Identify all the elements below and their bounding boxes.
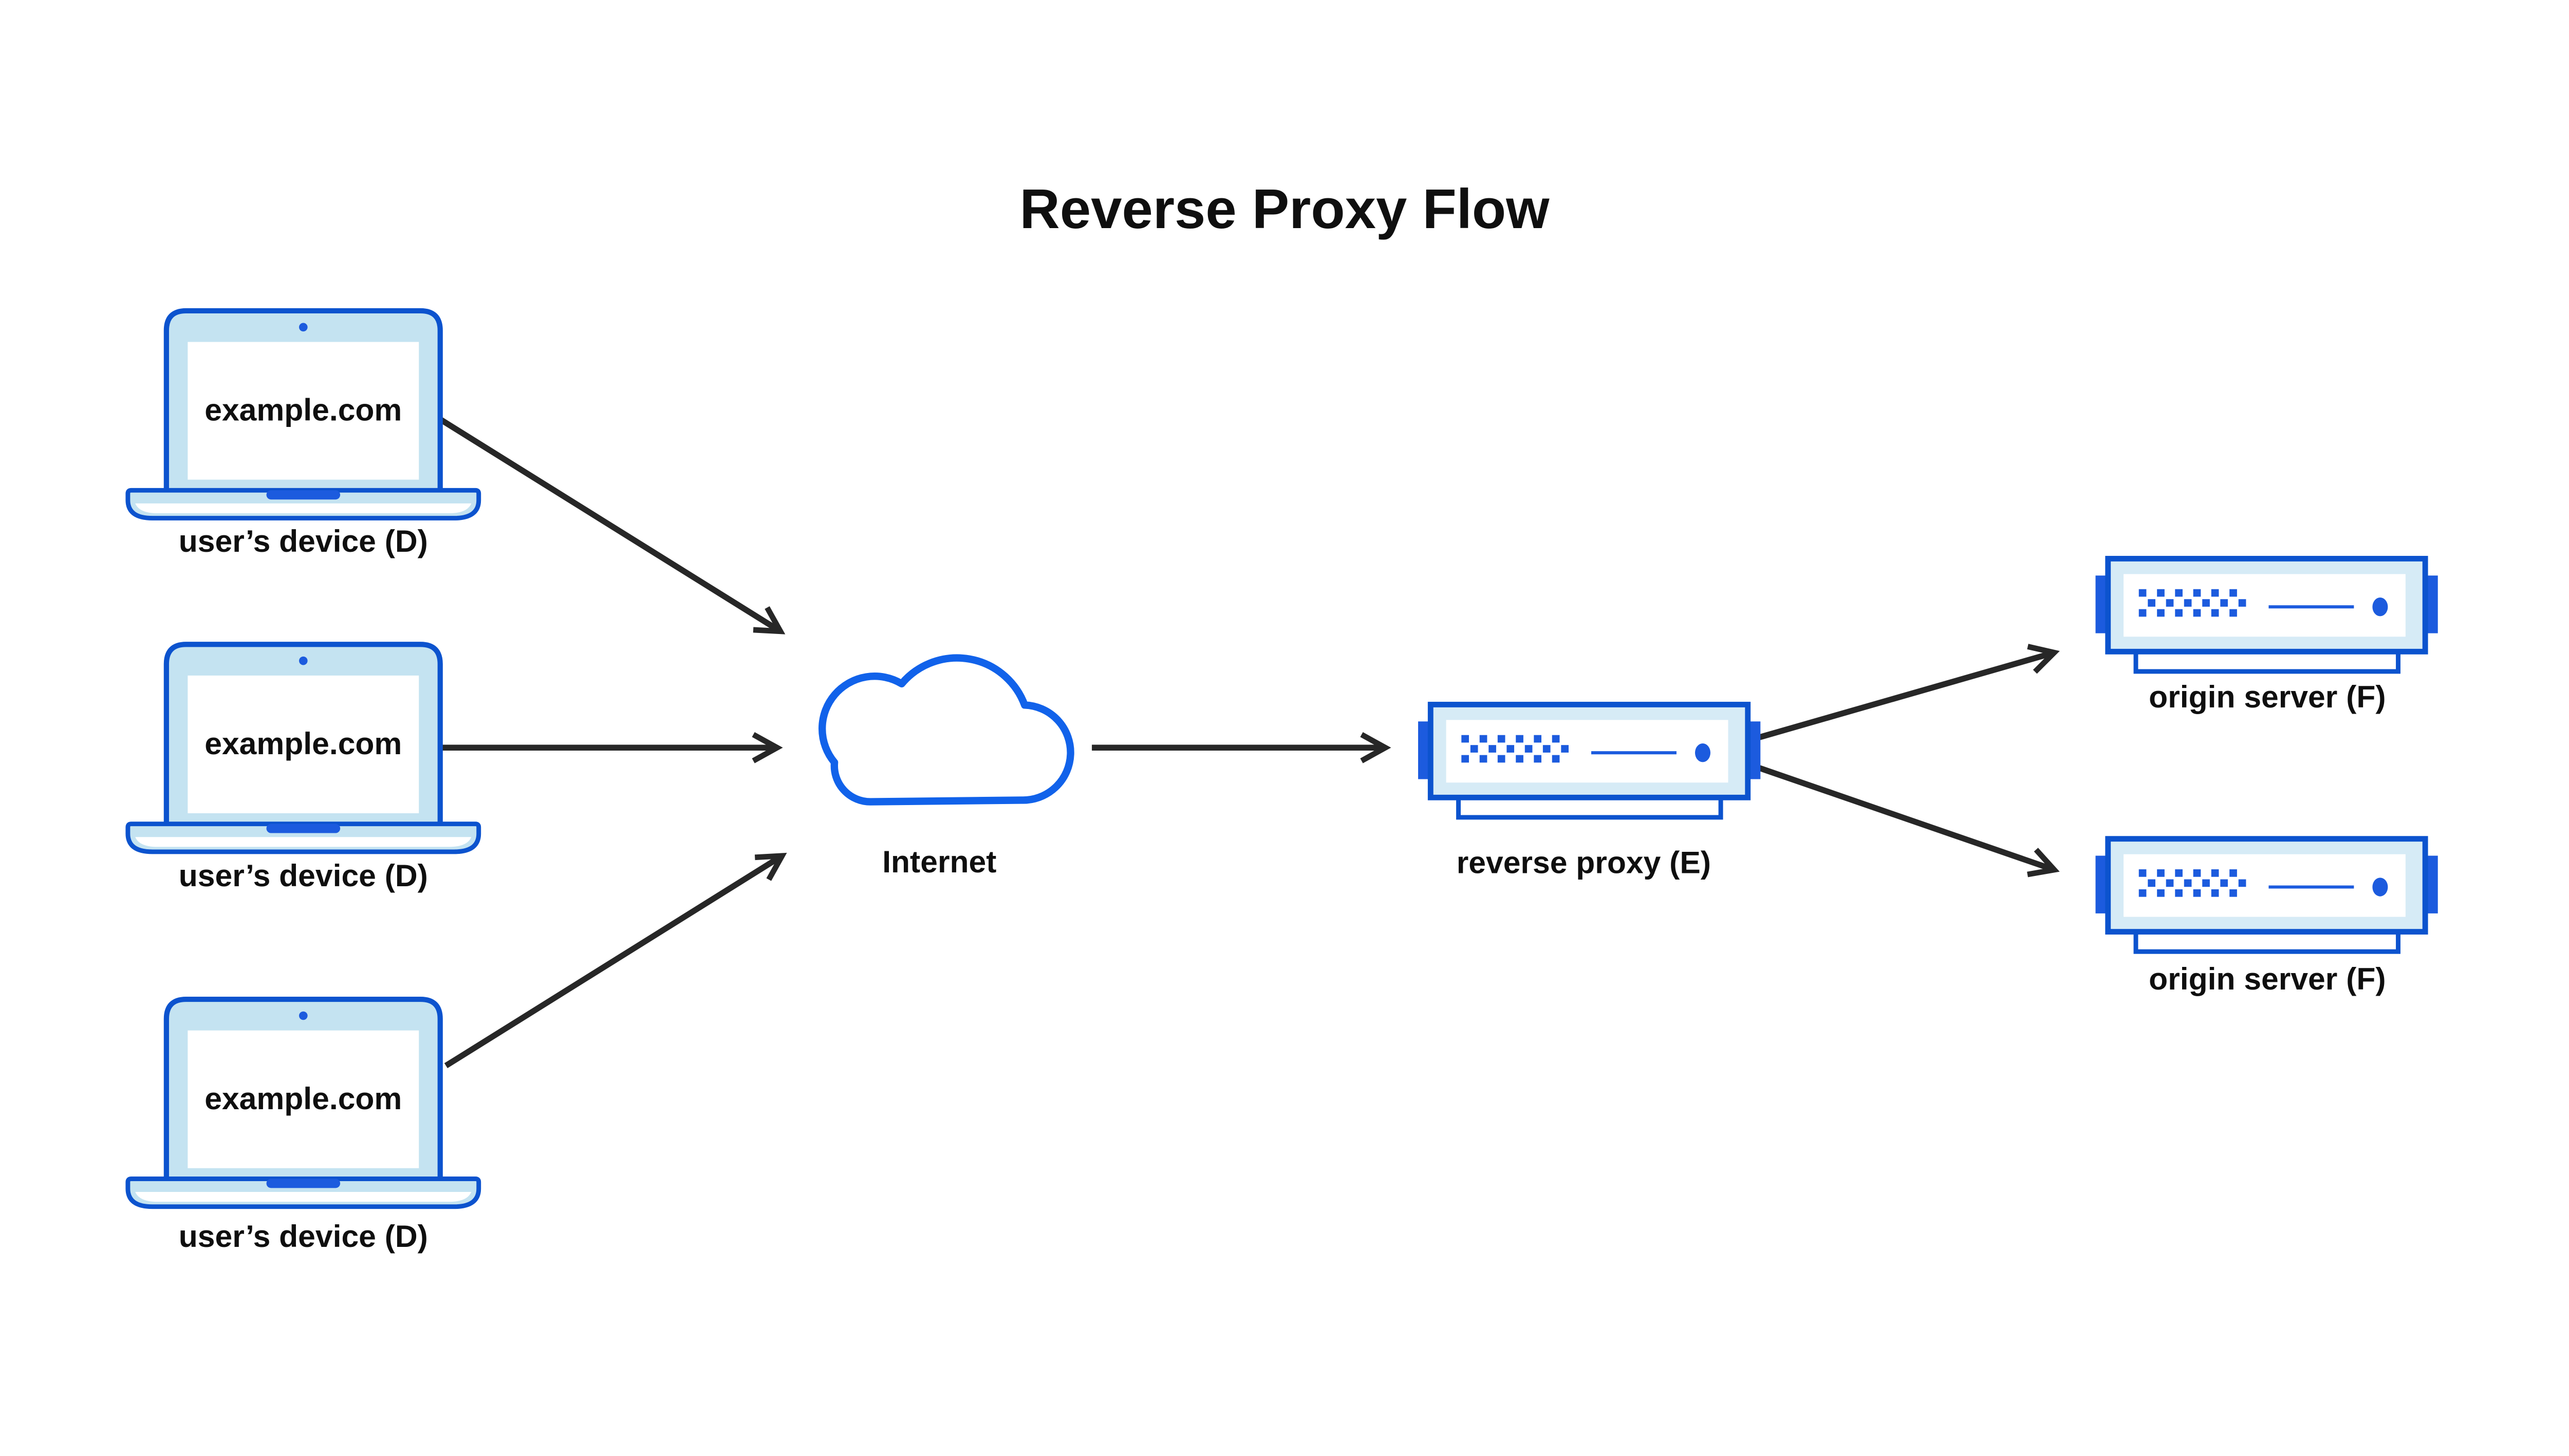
- origin-server-2-label: origin server (F): [2149, 961, 2386, 996]
- node-user-device-1: example.com user’s device (D): [128, 311, 479, 558]
- device2-screen-text: example.com: [204, 726, 402, 761]
- device3-label: user’s device (D): [179, 1219, 428, 1254]
- edge-reverse-proxy-origin-1: [1756, 644, 2060, 741]
- server-icon: [2095, 839, 2437, 952]
- node-user-device-2: example.com user’s device (D): [128, 644, 479, 893]
- node-internet: Internet: [818, 654, 1074, 879]
- edges: [439, 417, 2060, 1069]
- device1-screen-text: example.com: [204, 393, 402, 427]
- edge-reverse-proxy-origin-2: [1756, 764, 2060, 878]
- internet-label: Internet: [882, 844, 996, 879]
- device2-label: user’s device (D): [179, 858, 428, 893]
- cloud-icon: [818, 654, 1074, 806]
- server-icon: [1418, 704, 1760, 817]
- node-origin-server-2: origin server (F): [2095, 839, 2437, 996]
- node-user-device-3: example.com user’s device (D): [128, 999, 479, 1254]
- edge-device1-internet: [439, 417, 786, 634]
- reverse-proxy-label: reverse proxy (E): [1457, 845, 1711, 880]
- node-origin-server-1: origin server (F): [2095, 558, 2437, 714]
- server-icon: [2095, 558, 2437, 671]
- page-title: Reverse Proxy Flow: [1020, 178, 1550, 240]
- node-reverse-proxy: reverse proxy (E): [1418, 704, 1760, 880]
- origin-server-1-label: origin server (F): [2149, 679, 2386, 714]
- device1-label: user’s device (D): [179, 524, 428, 558]
- edge-device3-internet: [444, 852, 787, 1069]
- device3-screen-text: example.com: [204, 1081, 402, 1116]
